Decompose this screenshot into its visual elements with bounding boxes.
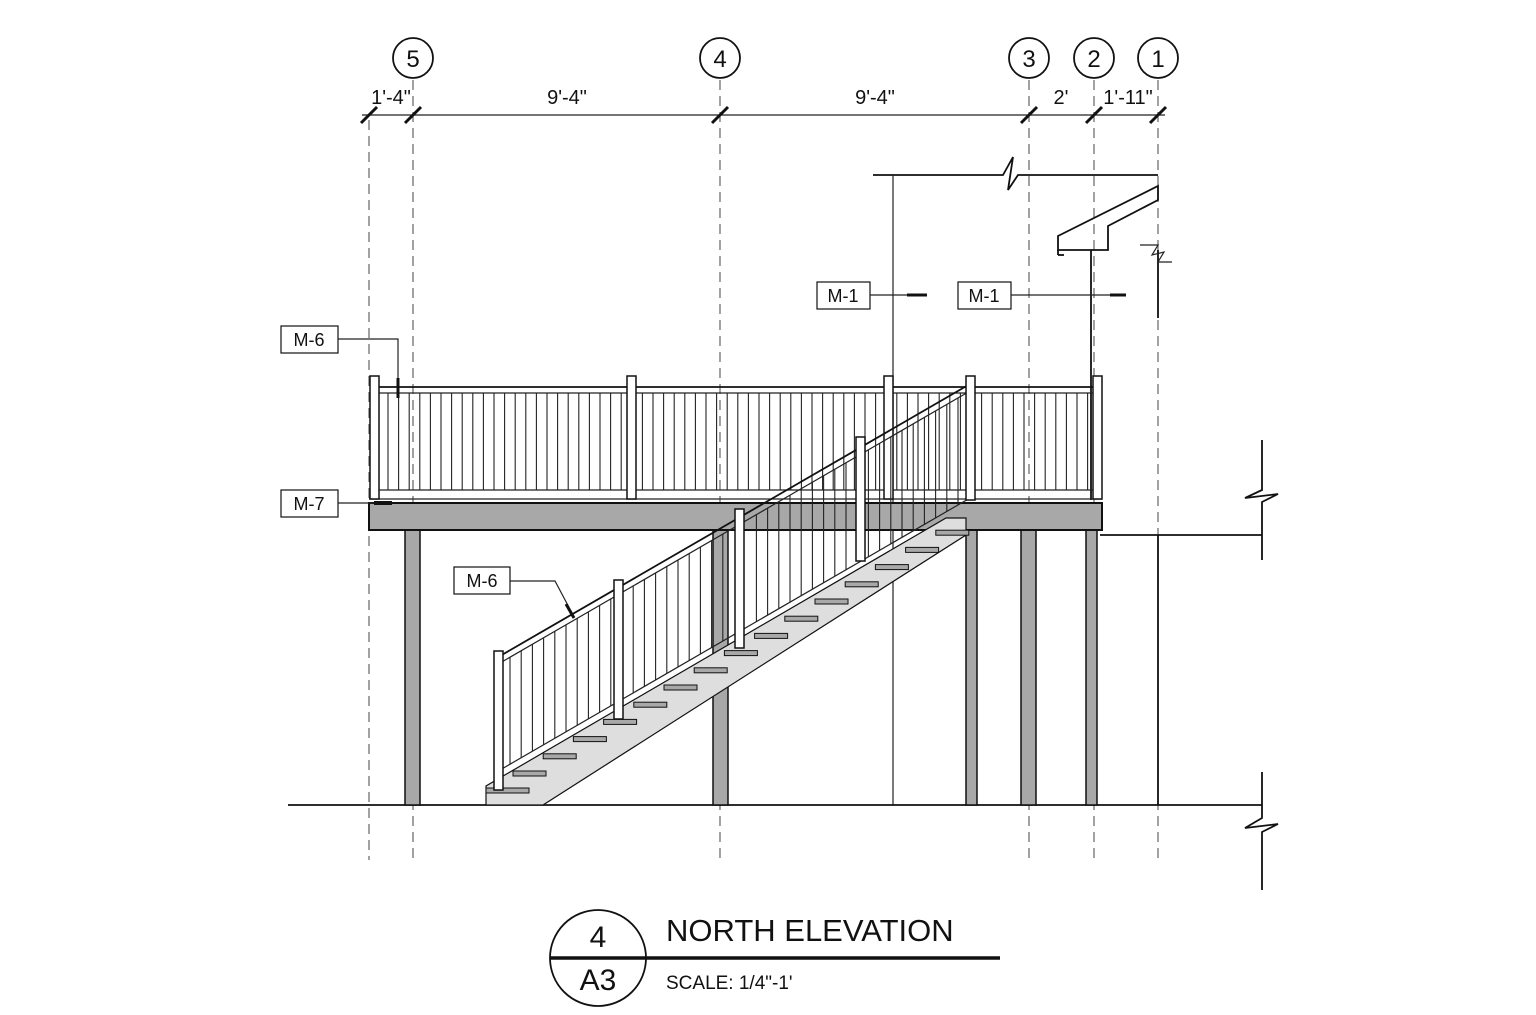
dim-left-overhang: 1'-4": [371, 87, 411, 109]
grid-label-1: 1: [1151, 46, 1164, 73]
drawing-title-block: 4 A3 NORTH ELEVATION SCALE: 1/4"-1': [549, 909, 1000, 1007]
dim-bay-3-2: 2': [1054, 87, 1069, 109]
drawing-scale: SCALE: 1/4"-1': [666, 973, 793, 994]
tag-m1-right: M-1: [957, 281, 1126, 310]
svg-text:M-1: M-1: [969, 286, 1000, 306]
keynote-tags: M-1 M-1 M-6 M-7 M-6: [280, 281, 1126, 619]
grid-bubble-1: 1: [1137, 37, 1179, 79]
grid-lines: [368, 80, 1159, 860]
svg-text:M-6: M-6: [294, 330, 325, 350]
post-grid-3: [1020, 529, 1037, 806]
stair-tread: [633, 701, 668, 708]
post-stair-landing: [965, 529, 978, 806]
stair-tread: [512, 770, 547, 777]
stair-railing: [493, 375, 976, 791]
stair-tread: [874, 564, 909, 571]
grid-label-4: 4: [713, 46, 726, 73]
tag-m1-left: M-1: [816, 281, 927, 310]
drawing-number: 4: [590, 921, 607, 954]
stair-balusters: [509, 397, 959, 765]
dim-bay-4-3: 9'-4": [855, 87, 895, 109]
stair-post-4: [855, 436, 866, 562]
grid-bubbles: 5 4 3 2 1: [392, 37, 1179, 79]
tag-m6-top: M-6: [280, 325, 399, 378]
existing-building-outline: [873, 156, 1279, 890]
deck-post-left: [369, 375, 380, 500]
grid-label-5: 5: [406, 46, 419, 73]
dimension-string: 1'-4" 9'-4" 9'-4" 2' 1'-11": [359, 87, 1168, 125]
deck-post-right: [1092, 375, 1103, 500]
stair-post-top: [965, 375, 976, 501]
stair-tread: [572, 736, 607, 743]
deck-balusters: [387, 393, 1089, 490]
grid-label-2: 2: [1087, 46, 1100, 73]
stair-post-3: [734, 508, 745, 649]
stair-tread-bottom: [485, 787, 530, 794]
grid-bubble-2: 2: [1073, 37, 1115, 79]
sheet-number: A3: [580, 964, 617, 997]
grid-label-3: 3: [1022, 46, 1035, 73]
dim-bay-5-4: 9'-4": [547, 87, 587, 109]
svg-text:M-1: M-1: [828, 286, 859, 306]
stair-tread: [663, 684, 698, 691]
stair-tread: [754, 632, 789, 639]
stair-tread: [542, 753, 577, 760]
stair-tread: [905, 546, 940, 553]
svg-text:M-6: M-6: [467, 571, 498, 591]
deck-railing: [369, 375, 1103, 500]
stair-tread: [844, 581, 879, 588]
svg-text:M-7: M-7: [294, 494, 325, 514]
drawing-title: NORTH ELEVATION: [666, 913, 954, 948]
stair-stringer: [485, 517, 970, 806]
tag-m7: M-7: [280, 489, 374, 518]
stair-tread: [935, 529, 970, 536]
stair-tread: [693, 667, 728, 674]
stair-post-2: [613, 579, 624, 720]
stair-tread: [784, 615, 819, 622]
deck-post-mid: [626, 375, 637, 500]
grid-bubble-4: 4: [699, 37, 741, 79]
stair-tread: [814, 598, 849, 605]
tag-m6-stair: M-6: [453, 566, 576, 619]
grid-bubble-5: 5: [392, 37, 434, 79]
stair-tread: [723, 650, 758, 657]
stair-treads: [485, 529, 970, 794]
grid-bubble-3: 3: [1008, 37, 1050, 79]
stair-post-bottom: [493, 650, 504, 791]
stair-tread: [603, 718, 638, 725]
post-grid-5: [404, 529, 421, 806]
post-grid-2: [1085, 529, 1098, 806]
dim-bay-2-1: 1'-11": [1103, 87, 1152, 109]
